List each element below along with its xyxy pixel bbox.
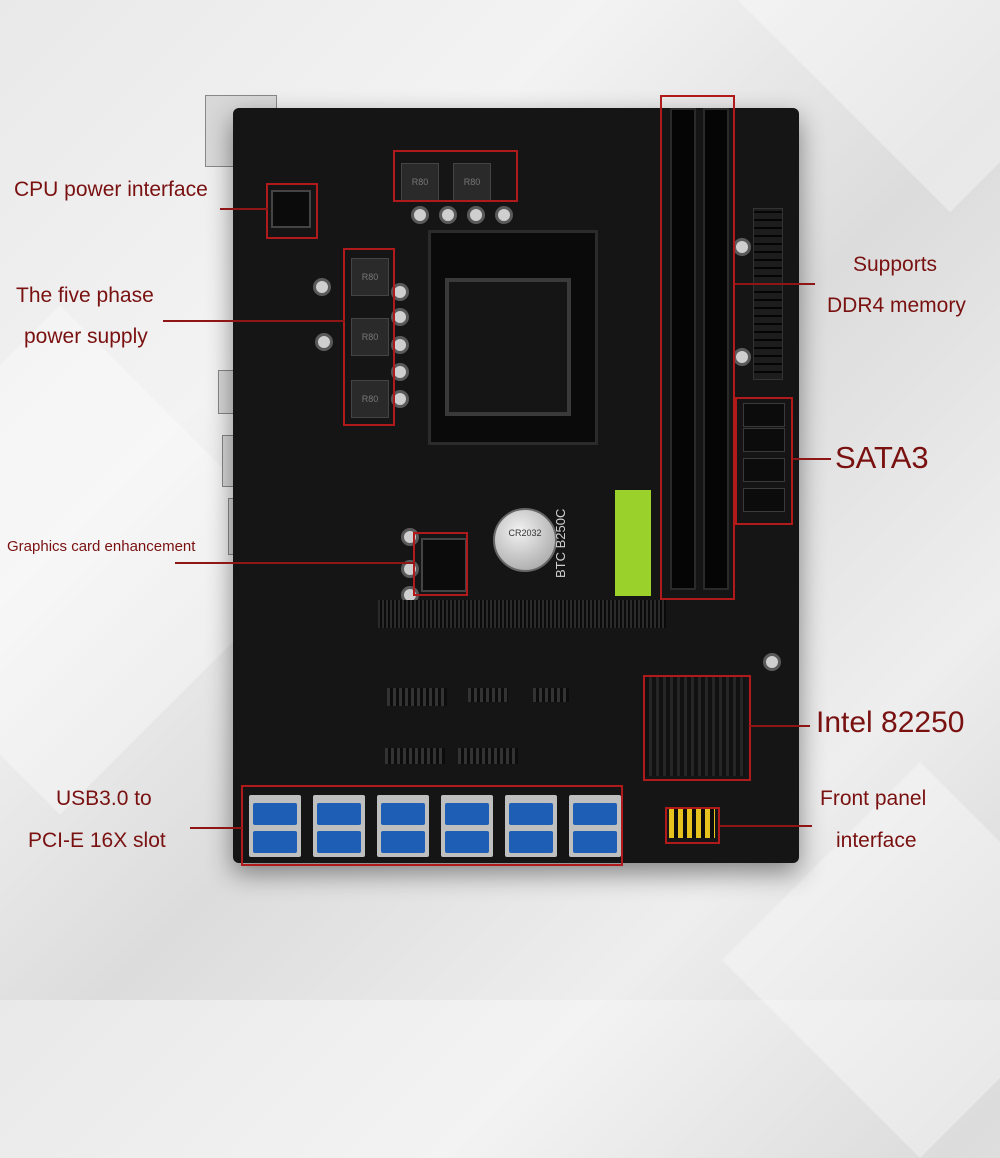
usb3-port[interactable] (445, 803, 489, 825)
usb3-stack (249, 795, 301, 857)
leader-chipset (750, 725, 810, 727)
chipset-heatsink (645, 676, 745, 776)
pin-header (468, 688, 508, 702)
label-phase-line2: power supply (24, 325, 148, 348)
usb3-stack (441, 795, 493, 857)
dimm-slot-2 (703, 108, 729, 590)
highlight-front-panel (665, 807, 720, 844)
highlight-graphics-power (413, 532, 468, 596)
sata-port (743, 488, 785, 512)
label-sata: SATA3 (835, 440, 929, 475)
leader-front-panel (720, 825, 812, 827)
green-thermal-pad (615, 490, 651, 596)
front-panel-header (669, 808, 715, 838)
leader-graphics (175, 562, 415, 564)
capacitor (733, 238, 751, 256)
pcie-x1-slot (378, 600, 666, 628)
capacitor (391, 363, 409, 381)
vrm-choke: R80 (351, 258, 389, 296)
leader-phase (163, 320, 345, 322)
highlight-vrm-left (343, 248, 395, 426)
label-front-line1: Front panel (820, 787, 927, 810)
highlight-cpu-power (266, 183, 318, 239)
leader-cpu-power (220, 208, 268, 210)
sata-port (743, 458, 785, 482)
capacitor (391, 283, 409, 301)
label-ddr4-line2: DDR4 memory (827, 294, 966, 317)
usb3-port[interactable] (573, 803, 617, 825)
sata-port (743, 403, 785, 427)
pin-header (385, 748, 445, 764)
label-ddr4-line1: Supports (853, 253, 938, 276)
highlight-sata (735, 397, 793, 525)
label-graphics: Graphics card enhancement (7, 538, 196, 555)
capacitor (411, 206, 429, 224)
usb3-stack (569, 795, 621, 857)
capacitor (439, 206, 457, 224)
highlight-usb (241, 785, 623, 866)
battery-text: CR2032 (508, 528, 542, 538)
vrm-choke: R80 (453, 163, 491, 201)
usb3-stack (505, 795, 557, 857)
highlight-dimm (660, 95, 735, 600)
model-silkscreen: BTC B250C (553, 508, 568, 578)
usb3-port[interactable] (253, 803, 297, 825)
motherboard: R80 R80 R80 R80 R80 CR2032 BTC B250C (233, 108, 799, 863)
leader-usb (190, 827, 242, 829)
capacitor (391, 336, 409, 354)
usb3-port[interactable] (509, 803, 553, 825)
cmos-battery: CR2032 (493, 508, 557, 572)
pcie-6pin-connector (421, 538, 467, 592)
sata-port (743, 428, 785, 452)
pin-header (458, 748, 518, 764)
capacitor (313, 278, 331, 296)
pin-header (533, 688, 569, 702)
usb3-stack (377, 795, 429, 857)
usb3-port[interactable] (573, 831, 617, 853)
usb3-port[interactable] (253, 831, 297, 853)
cpu-socket (428, 230, 598, 445)
usb3-port[interactable] (317, 831, 361, 853)
leader-sata (793, 458, 831, 460)
capacitor (391, 390, 409, 408)
usb3-port[interactable] (509, 831, 553, 853)
usb3-port[interactable] (381, 831, 425, 853)
atx-24pin-connector (753, 208, 783, 380)
leader-ddr4 (735, 283, 815, 285)
capacitor (495, 206, 513, 224)
usb3-port[interactable] (381, 803, 425, 825)
capacitor (733, 348, 751, 366)
vrm-choke: R80 (351, 318, 389, 356)
usb3-port[interactable] (445, 831, 489, 853)
highlight-chipset (643, 675, 751, 781)
cpu-4pin-connector (271, 190, 311, 228)
label-phase-line1: The five phase (16, 284, 154, 307)
capacitor (763, 653, 781, 671)
label-chipset: Intel 82250 (816, 706, 965, 739)
usb3-port[interactable] (317, 803, 361, 825)
label-front-line2: interface (836, 829, 917, 852)
capacitor (467, 206, 485, 224)
capacitor (391, 308, 409, 326)
capacitor (315, 333, 333, 351)
socket-retention-frame (445, 278, 571, 416)
dimm-slot-1 (670, 108, 696, 590)
highlight-vrm-top (393, 150, 518, 202)
pin-header (387, 688, 447, 706)
label-cpu-power: CPU power interface (14, 178, 208, 201)
label-usb-line2: PCI-E 16X slot (28, 829, 166, 852)
usb3-stack (313, 795, 365, 857)
label-usb-line1: USB3.0 to (56, 787, 152, 810)
vrm-choke: R80 (351, 380, 389, 418)
